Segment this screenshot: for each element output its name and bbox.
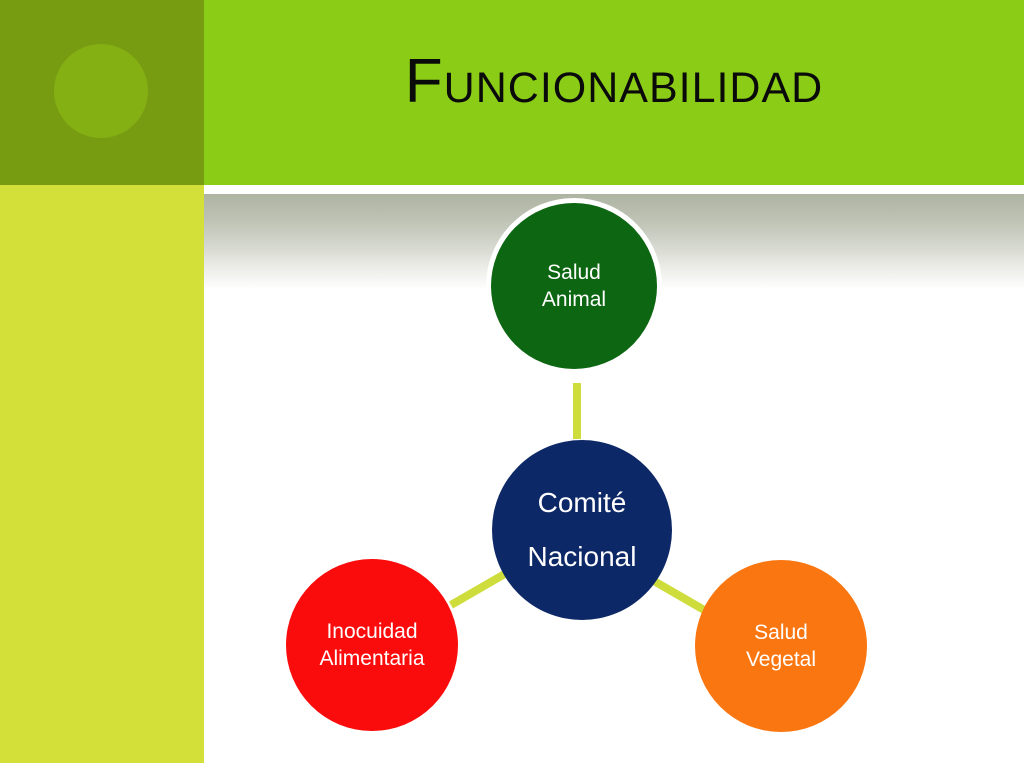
node-inocuidad-alimentaria-label-line2: Alimentaria: [319, 647, 425, 670]
node-salud-animal-label-line2: Animal: [541, 288, 607, 311]
node-salud-vegetal-label-line2: Vegetal: [745, 648, 817, 671]
node-salud-animal-label-line1: Salud: [547, 261, 601, 284]
node-salud-animal[interactable]: Salud Animal: [486, 198, 662, 374]
decorative-circle-icon: [54, 44, 148, 138]
node-comite-nacional-label-line1: Comité: [537, 487, 627, 518]
node-inocuidad-alimentaria-label-line1: Inocuidad: [326, 620, 418, 643]
page-title: Funcionabilidad: [404, 47, 824, 116]
node-comite-nacional[interactable]: Comité Nacional: [492, 440, 672, 620]
node-comite-nacional-label-line2: Nacional: [527, 541, 637, 572]
header-separator: [204, 185, 1024, 194]
node-salud-vegetal[interactable]: Salud Vegetal: [695, 560, 867, 732]
node-inocuidad-alimentaria[interactable]: Inocuidad Alimentaria: [286, 559, 458, 731]
connector-center-to-salud-animal: [573, 383, 581, 439]
node-salud-vegetal-label-line1: Salud: [754, 621, 808, 644]
header-corner-block: [0, 0, 204, 185]
header-band: [204, 0, 1024, 185]
left-sidebar-band: [0, 185, 204, 763]
